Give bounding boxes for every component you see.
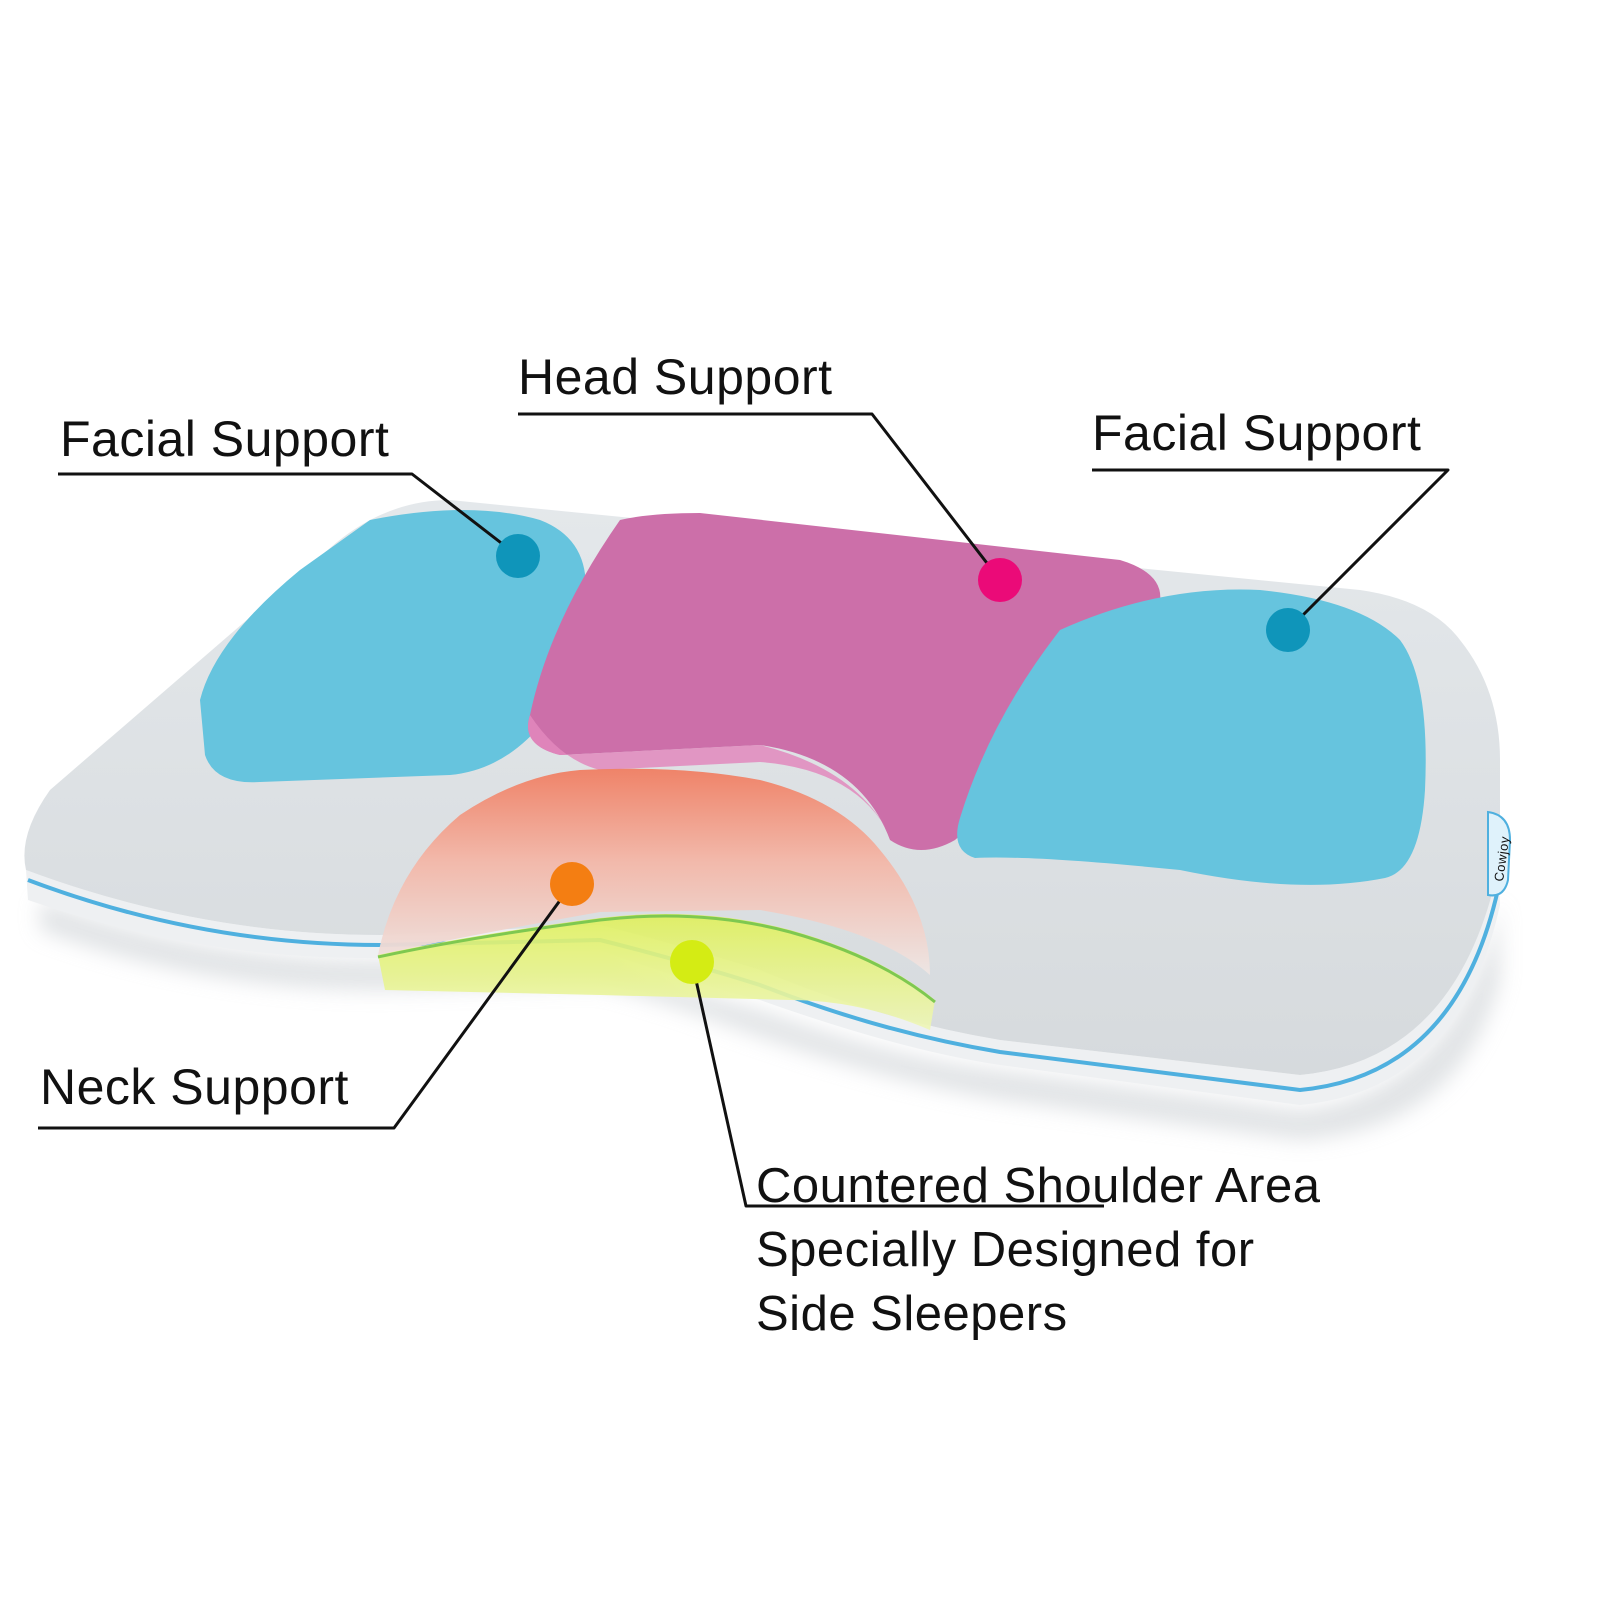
head-dot — [978, 558, 1022, 602]
leader-neck — [38, 883, 574, 1130]
leader-facial-left — [58, 472, 519, 558]
leader-head — [518, 412, 1002, 581]
neck-dot — [550, 862, 594, 906]
facial-support-left-label: Facial Support — [60, 411, 389, 467]
shoulder-area-label-line2: Specially Designed for — [756, 1223, 1255, 1277]
shoulder-zone-edge — [377, 914, 936, 1004]
brand-tag: Cowjoy — [1487, 810, 1512, 897]
neck-support-label: Neck Support — [40, 1059, 349, 1115]
head-support-label: Head Support — [518, 349, 833, 405]
facial-left-dot — [496, 534, 540, 578]
shoulder-area-label-line3: Side Sleepers — [756, 1287, 1068, 1341]
shoulder-dot — [670, 940, 714, 984]
brand-tag-text: Cowjoy — [1491, 835, 1512, 882]
facial-support-right-label: Facial Support — [1092, 405, 1421, 461]
leader-shoulder — [690, 961, 1104, 1208]
facial-zone-left — [200, 510, 586, 783]
facial-zone-right — [957, 589, 1426, 885]
shoulder-area-label-line1: Countered Shoulder Area — [756, 1159, 1321, 1213]
facial-right-dot — [1266, 608, 1310, 652]
shoulder-zone — [378, 914, 935, 1030]
neck-zone — [378, 768, 930, 975]
leader-facial-right — [1092, 468, 1450, 632]
